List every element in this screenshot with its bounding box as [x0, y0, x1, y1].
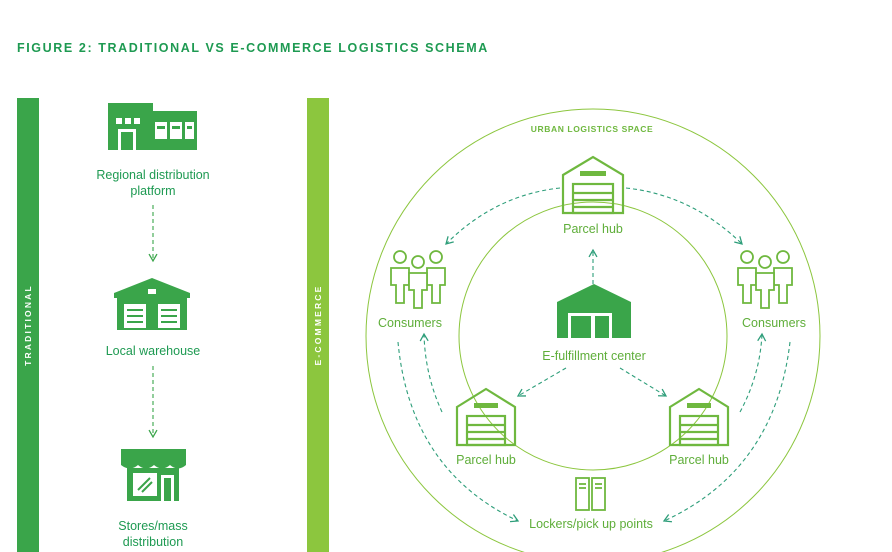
- stores-label: Stores/mass distribution: [73, 518, 233, 550]
- fulfillment-center-label: E-fulfillment center: [542, 349, 646, 363]
- arrow-right-consumers-to-lockers: [662, 341, 791, 523]
- regional-platform-label-line2: platform: [130, 184, 176, 198]
- arrow-left-consumers-to-lockers: [397, 341, 520, 523]
- regional-platform-label-line1: Regional distribution: [96, 168, 210, 182]
- ecommerce-bar: E-COMMERCE: [307, 98, 329, 552]
- garage-warehouse-icon: [114, 278, 190, 330]
- locker-icon: [575, 477, 606, 511]
- parcel-hub-icon-top: [561, 155, 625, 215]
- arrow-top-hub-to-left-consumers: [445, 187, 561, 245]
- lockers-label: Lockers/pick up points: [529, 517, 653, 531]
- warehouse-building-icon: [108, 103, 197, 150]
- parcel-hub-icon-right: [668, 387, 730, 447]
- traditional-bar: TRADITIONAL: [17, 98, 39, 552]
- left-consumers-label: Consumers: [378, 316, 442, 330]
- arrow-left-hub-to-consumers: [419, 332, 443, 413]
- urban-space-outer-circle: [365, 108, 821, 552]
- storefront-icon: [121, 449, 186, 501]
- consumers-group-icon-right: [737, 250, 793, 309]
- arrow-center-to-right-hub: [619, 367, 668, 397]
- consumers-group-icon-left: [390, 250, 446, 309]
- fulfillment-center-icon: [557, 284, 631, 338]
- urban-space-title: URBAN LOGISTICS SPACE: [530, 124, 654, 134]
- right-parcel-hub-label: Parcel hub: [669, 453, 729, 467]
- arrow-top-hub-to-right-consumers: [625, 187, 743, 245]
- urban-space-inner-circle: [458, 201, 728, 471]
- regional-platform-label: Regional distribution platform: [73, 167, 233, 199]
- local-warehouse-label: Local warehouse: [105, 344, 201, 358]
- parcel-hub-icon-left: [455, 387, 517, 447]
- stores-label-line2: distribution: [122, 535, 184, 549]
- left-parcel-hub-label: Parcel hub: [456, 453, 516, 467]
- top-parcel-hub-label: Parcel hub: [563, 222, 623, 236]
- figure-title: FIGURE 2: TRADITIONAL VS E-COMMERCE LOGI…: [17, 41, 489, 55]
- right-consumers-label: Consumers: [742, 316, 806, 330]
- stores-label-line1: Stores/mass: [118, 519, 188, 533]
- arrow-right-hub-to-consumers: [739, 332, 767, 413]
- arrow-center-to-left-hub: [516, 367, 567, 397]
